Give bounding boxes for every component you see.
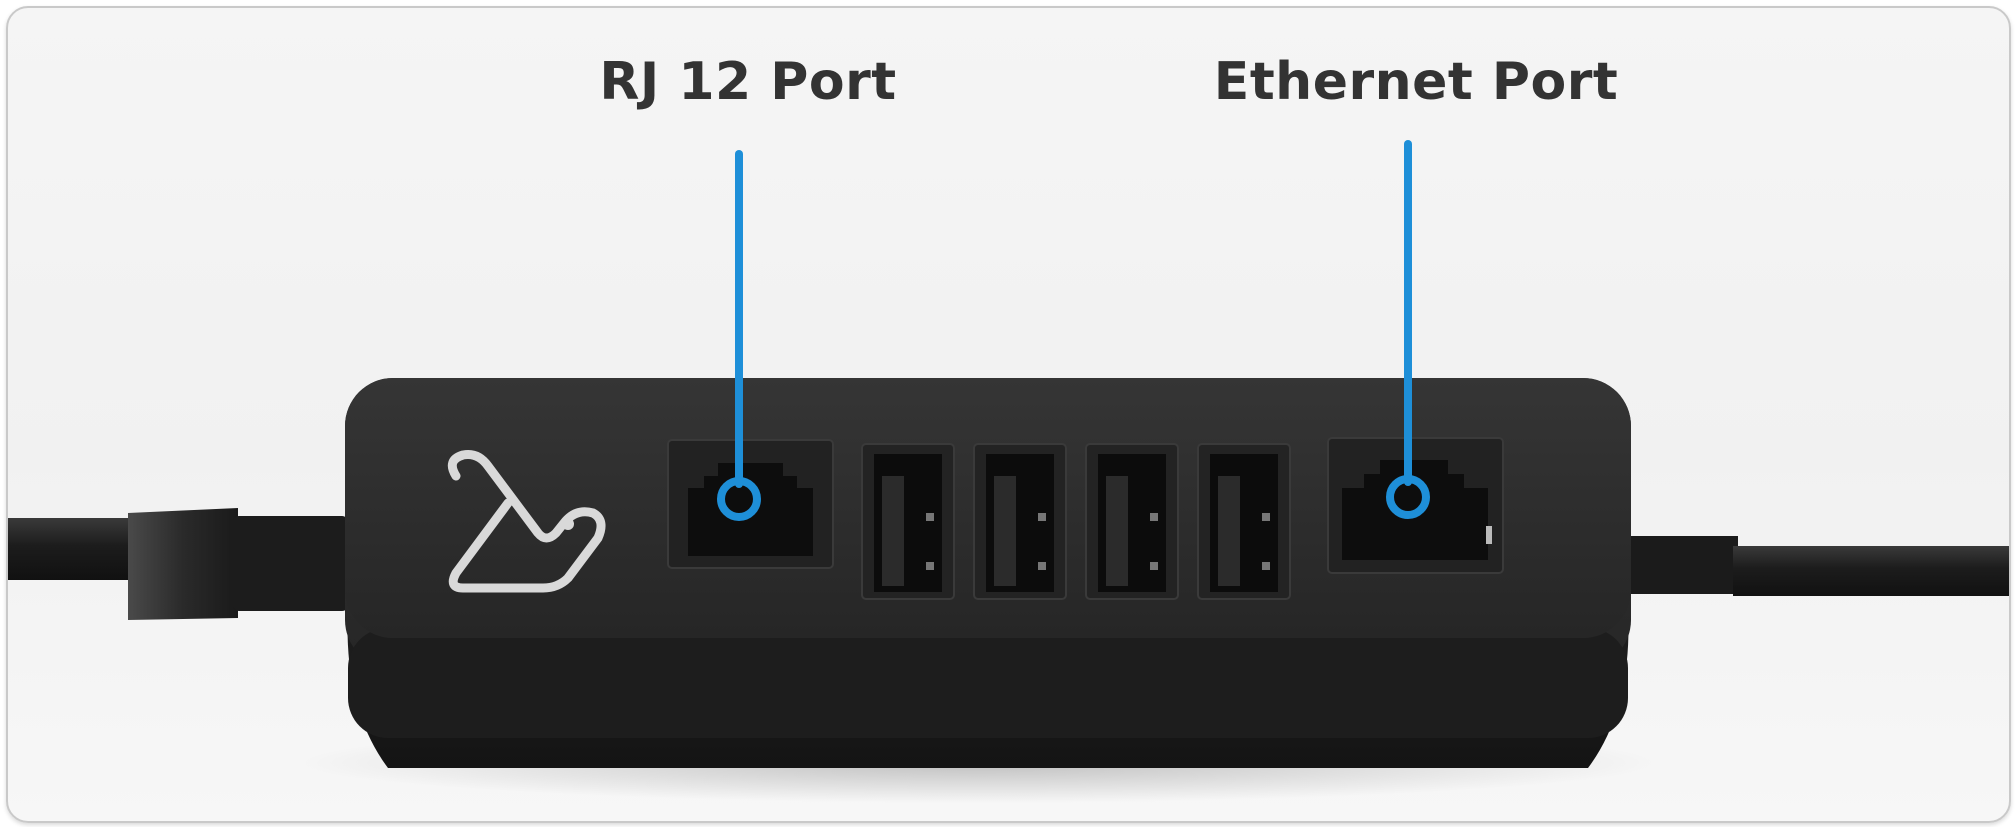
chevron-logo-icon: [447, 450, 606, 593]
ethernet-port: [1327, 437, 1504, 574]
usb-port-2: [973, 443, 1067, 600]
usb-port-3: [1085, 443, 1179, 600]
left-cable: [8, 508, 348, 620]
ethernet-port-label: Ethernet Port: [1213, 52, 1619, 112]
rj12-port: [667, 439, 834, 569]
hub-illustration: [8, 140, 2009, 803]
callout-ethernet-pointer: [1386, 140, 1430, 519]
callout-rj12-pointer: [717, 150, 761, 521]
hub-body: [345, 378, 1631, 768]
rj12-port-label: RJ 12 Port: [599, 52, 897, 112]
figure-frame: RJ 12 Port Ethernet Port: [6, 6, 2011, 823]
usb-port-1: [861, 443, 955, 600]
usb-port-4: [1197, 443, 1291, 600]
right-cable: [1618, 536, 2009, 596]
